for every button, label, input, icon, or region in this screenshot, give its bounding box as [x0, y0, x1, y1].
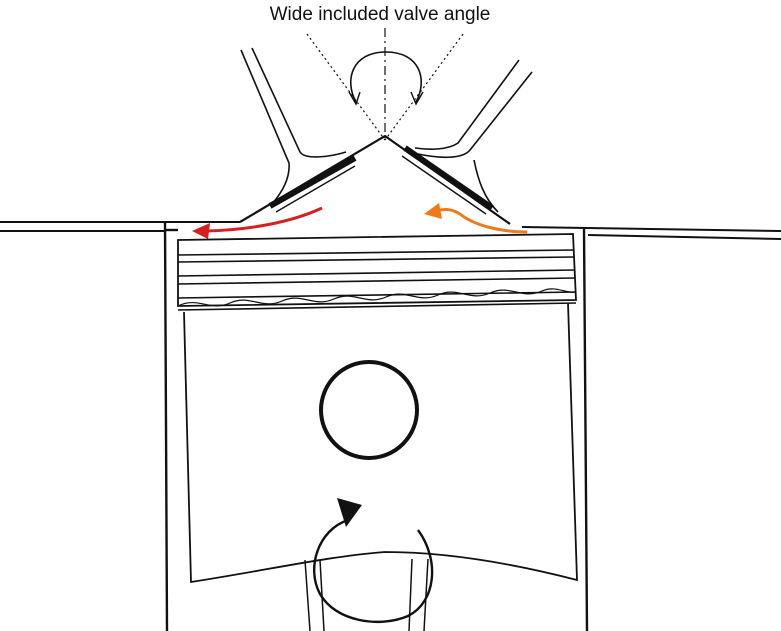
- gudgeon-pin: [319, 360, 419, 460]
- piston-ring-pack: [177, 233, 577, 311]
- circular-arrow-icon: [312, 498, 434, 623]
- exhaust-flow-arrow: [192, 206, 323, 239]
- right-valve-axis-line: [384, 33, 464, 141]
- right-valve: [401, 59, 533, 215]
- curved-arrow-icon: [348, 51, 424, 106]
- cylinder-walls: [163, 221, 589, 631]
- left-valve: [240, 47, 357, 213]
- intake-flow-arrow: [424, 203, 528, 234]
- combustion-chamber-roof: [239, 134, 511, 225]
- left-valve-axis-line: [306, 33, 386, 141]
- page-title: Wide included valve angle: [269, 4, 491, 25]
- cylinder-head-deck: [0, 221, 781, 240]
- piston-skirt: [183, 302, 578, 584]
